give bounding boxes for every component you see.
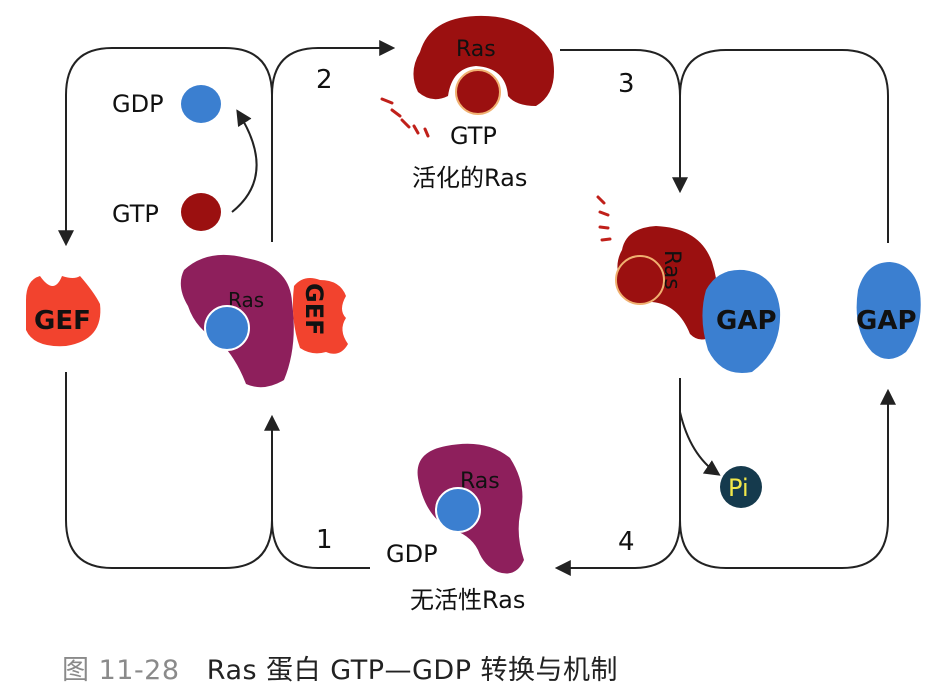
gtp-molecule: [181, 193, 221, 231]
gdp-bound-circle: [204, 305, 250, 351]
ras-active-shape: [413, 15, 554, 106]
gap-complex-shape: [702, 269, 781, 374]
step-number-2: 2: [316, 65, 333, 95]
step-number-1: 1: [316, 525, 333, 555]
ras-gap-complex-shape: [617, 226, 718, 340]
gtp-active-label: GTP: [450, 122, 497, 150]
ras-active-label: Ras: [456, 37, 496, 62]
gef-free-shape: [26, 276, 101, 347]
gef-free-label: GEF: [34, 306, 91, 336]
step4-arrow: [554, 378, 681, 576]
gdp-inactive-label: GDP: [386, 540, 438, 568]
gdp-release-arrow: [231, 109, 258, 213]
gtp-bound-circle-gap: [615, 255, 665, 305]
gtp-left-label: GTP: [112, 200, 159, 228]
figure-caption-text: Ras 蛋白 GTP—GDP 转换与机制: [206, 655, 619, 686]
gap-free-shape: [856, 262, 921, 359]
activity-ticks-gap: [596, 195, 612, 242]
gap-complex-label: GAP: [716, 306, 777, 336]
ras-gap-label: Ras: [659, 250, 684, 290]
activity-ticks-top: [380, 97, 430, 138]
gdp-bound-circle-inactive: [435, 487, 481, 533]
pi-molecule: [720, 466, 762, 508]
gdp-top-label: GDP: [112, 90, 164, 118]
gap-free-label: GAP: [856, 306, 917, 336]
pi-release-arrow: [679, 411, 721, 476]
figure-caption: 图 11-28 Ras 蛋白 GTP—GDP 转换与机制: [62, 648, 618, 687]
pi-label: Pi: [728, 474, 749, 502]
figure-number: 图 11-28: [62, 655, 180, 686]
gef-complex-shape: [292, 278, 348, 354]
inactive-ras-label: 无活性Ras: [410, 586, 525, 614]
active-ras-label: 活化的Ras: [412, 164, 527, 192]
step-number-3: 3: [618, 69, 635, 99]
gdp-molecule: [181, 85, 221, 123]
gtp-bound-circle: [455, 69, 501, 115]
gef-complex-label: GEF: [300, 283, 328, 336]
step2-arrow: [271, 40, 396, 96]
gef-return-path: [65, 372, 273, 569]
step-number-4: 4: [618, 527, 635, 557]
gef-release-arrow: [58, 47, 273, 247]
gap-loop-top: [679, 49, 889, 243]
step1-arrow: [264, 414, 370, 569]
gap-return-arrow: [679, 388, 896, 569]
